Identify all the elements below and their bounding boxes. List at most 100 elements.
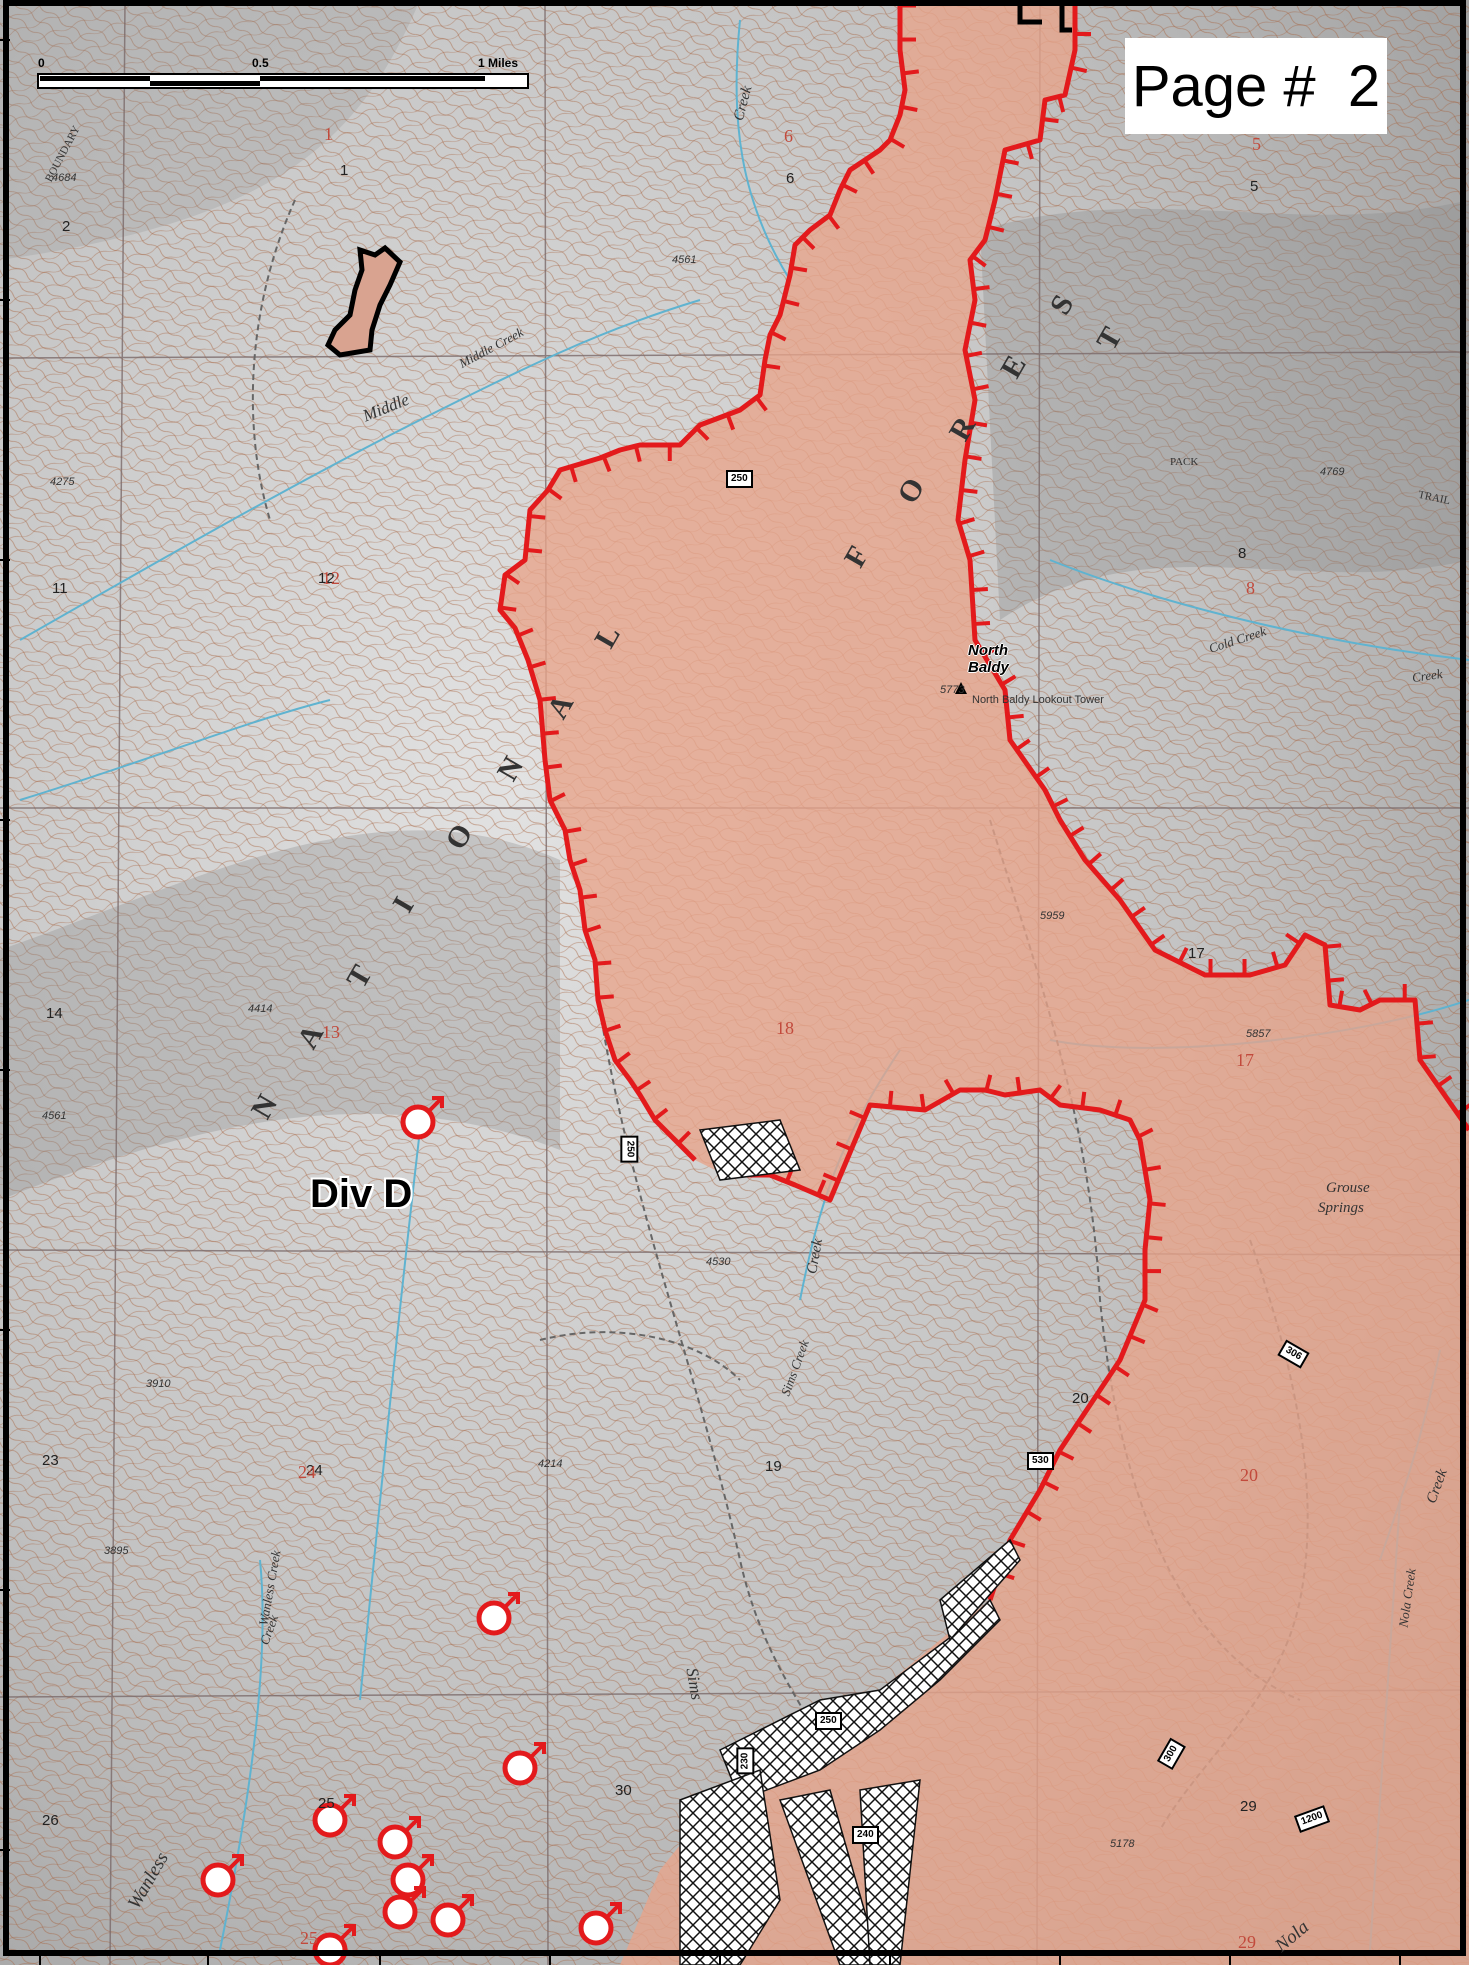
- drop-point-icon: [430, 1894, 474, 1938]
- trail-label: PACK: [1170, 456, 1199, 468]
- perimeter-tick: [763, 363, 781, 370]
- perimeter-tick: [1114, 1365, 1130, 1378]
- perimeter-tick: [676, 1130, 692, 1145]
- perimeter-tick: [1149, 1201, 1166, 1207]
- section-number: 25: [318, 1795, 335, 1812]
- section-number-red: 18: [776, 1018, 794, 1038]
- division-label: Div D: [310, 1172, 413, 1216]
- perimeter-tick: [984, 1074, 993, 1091]
- burned-area[interactable]: [500, 0, 1469, 1965]
- perimeter-tick: [827, 214, 841, 230]
- section-number-red: 13: [322, 1022, 340, 1042]
- perimeter-tick: [1015, 738, 1031, 751]
- perimeter-tick: [901, 104, 918, 112]
- section-number: 20: [1072, 1390, 1089, 1407]
- peak-name-line1: North: [968, 642, 1008, 659]
- perimeter-tick: [1436, 1075, 1453, 1088]
- section-number-red: 20: [1240, 1465, 1258, 1485]
- perimeter-tick: [1137, 1127, 1154, 1139]
- scale-label-miles: 1 Miles: [478, 56, 519, 70]
- perimeter-tick: [1025, 1509, 1042, 1522]
- section-number-red: 8: [1246, 578, 1255, 598]
- section-number-red: 29: [1238, 1932, 1256, 1952]
- perimeter-tick: [545, 763, 563, 770]
- perimeter-tick: [1146, 1235, 1163, 1241]
- spot-fire-perimeter[interactable]: [324, 244, 403, 358]
- perimeter-tick: [987, 224, 1005, 233]
- perimeter-tick: [580, 893, 598, 900]
- perimeter-tick-marks: [500, 0, 1469, 1770]
- perimeter-tick: [1337, 990, 1344, 1007]
- perimeter-tick: [529, 660, 547, 670]
- perimeter-tick: [783, 298, 800, 307]
- perimeter-tick: [1129, 1334, 1146, 1345]
- scale-bar: [37, 73, 529, 89]
- perimeter-tick: [1150, 933, 1166, 947]
- drop-point-icon: [200, 1854, 244, 1898]
- perimeter-tick: [1416, 1020, 1434, 1026]
- fire-perimeter-line[interactable]: [497, 0, 1469, 1782]
- spring-label: Grouse: [1326, 1180, 1370, 1196]
- perimeter-tick: [542, 730, 559, 736]
- perimeter-tick: [755, 396, 768, 412]
- drop-point-icon: [377, 1816, 421, 1860]
- elevation-label: 4275: [50, 476, 75, 488]
- perimeter-tick: [889, 137, 906, 149]
- perimeter-tick: [500, 605, 517, 612]
- perimeter-tick: [770, 330, 787, 342]
- perimeter-tick: [1049, 1084, 1062, 1100]
- section-number-red: 12: [322, 568, 340, 588]
- section-number-red: 6: [784, 126, 793, 146]
- elevation-label: 5773: [940, 684, 965, 696]
- perimeter-tick: [653, 1107, 669, 1121]
- perimeter-tick: [822, 1172, 839, 1183]
- perimeter-tick: [504, 572, 521, 586]
- perimeter-tick: [972, 384, 989, 392]
- perimeter-tick: [1271, 951, 1280, 968]
- perimeter-tick: [919, 1093, 926, 1111]
- route-shield: 230: [736, 1747, 755, 1775]
- perimeter-tick: [790, 265, 808, 273]
- section-number-red: 24: [298, 1462, 316, 1482]
- perimeter-tick: [816, 1179, 827, 1196]
- perimeter-tick: [695, 426, 710, 441]
- perimeter-tick: [973, 620, 991, 626]
- perimeter-tick: [1043, 1480, 1060, 1492]
- perimeter-tick: [983, 645, 999, 658]
- drop-point-icon: [476, 1592, 520, 1636]
- section-number: 11: [52, 580, 68, 597]
- perimeter-tick: [1177, 947, 1189, 964]
- perimeter-tick: [1007, 713, 1024, 720]
- section-number: 23: [42, 1452, 59, 1469]
- lookout-tower-label: North Baldy Lookout Tower: [972, 694, 1104, 706]
- perimeter-tick: [1070, 65, 1088, 73]
- drop-point-icon: [382, 1886, 426, 1930]
- section-number-red: 1: [324, 124, 333, 144]
- elevation-label: 5857: [1246, 1028, 1271, 1040]
- frame-ticks: [0, 39, 1401, 1965]
- section-number: 30: [615, 1782, 632, 1799]
- section-number: 24: [306, 1462, 323, 1479]
- elevation-label: 4214: [538, 1458, 563, 1470]
- perimeter-tick: [1034, 766, 1051, 779]
- section-number: 1: [340, 162, 349, 179]
- perimeter-tick: [529, 514, 546, 520]
- perimeter-tick: [1285, 932, 1301, 945]
- perimeter-tick: [970, 420, 988, 428]
- route-shield: 250: [815, 1712, 842, 1730]
- perimeter-tick: [968, 549, 985, 559]
- perimeter-tick: [841, 183, 858, 194]
- perimeter-tick: [547, 487, 563, 501]
- page-number-label: Page # 2: [1125, 38, 1387, 134]
- perimeter-tick: [1324, 943, 1342, 949]
- perimeter-tick: [1419, 1054, 1436, 1060]
- elevation-label: 4684: [52, 172, 77, 184]
- perimeter-tick: [1327, 977, 1345, 983]
- perimeter-tick: [961, 488, 978, 494]
- perimeter-tick: [1080, 1091, 1087, 1109]
- scale-label-zero: 0: [38, 56, 45, 70]
- section-number: 29: [1240, 1798, 1257, 1815]
- elevation-label: 5959: [1040, 910, 1065, 922]
